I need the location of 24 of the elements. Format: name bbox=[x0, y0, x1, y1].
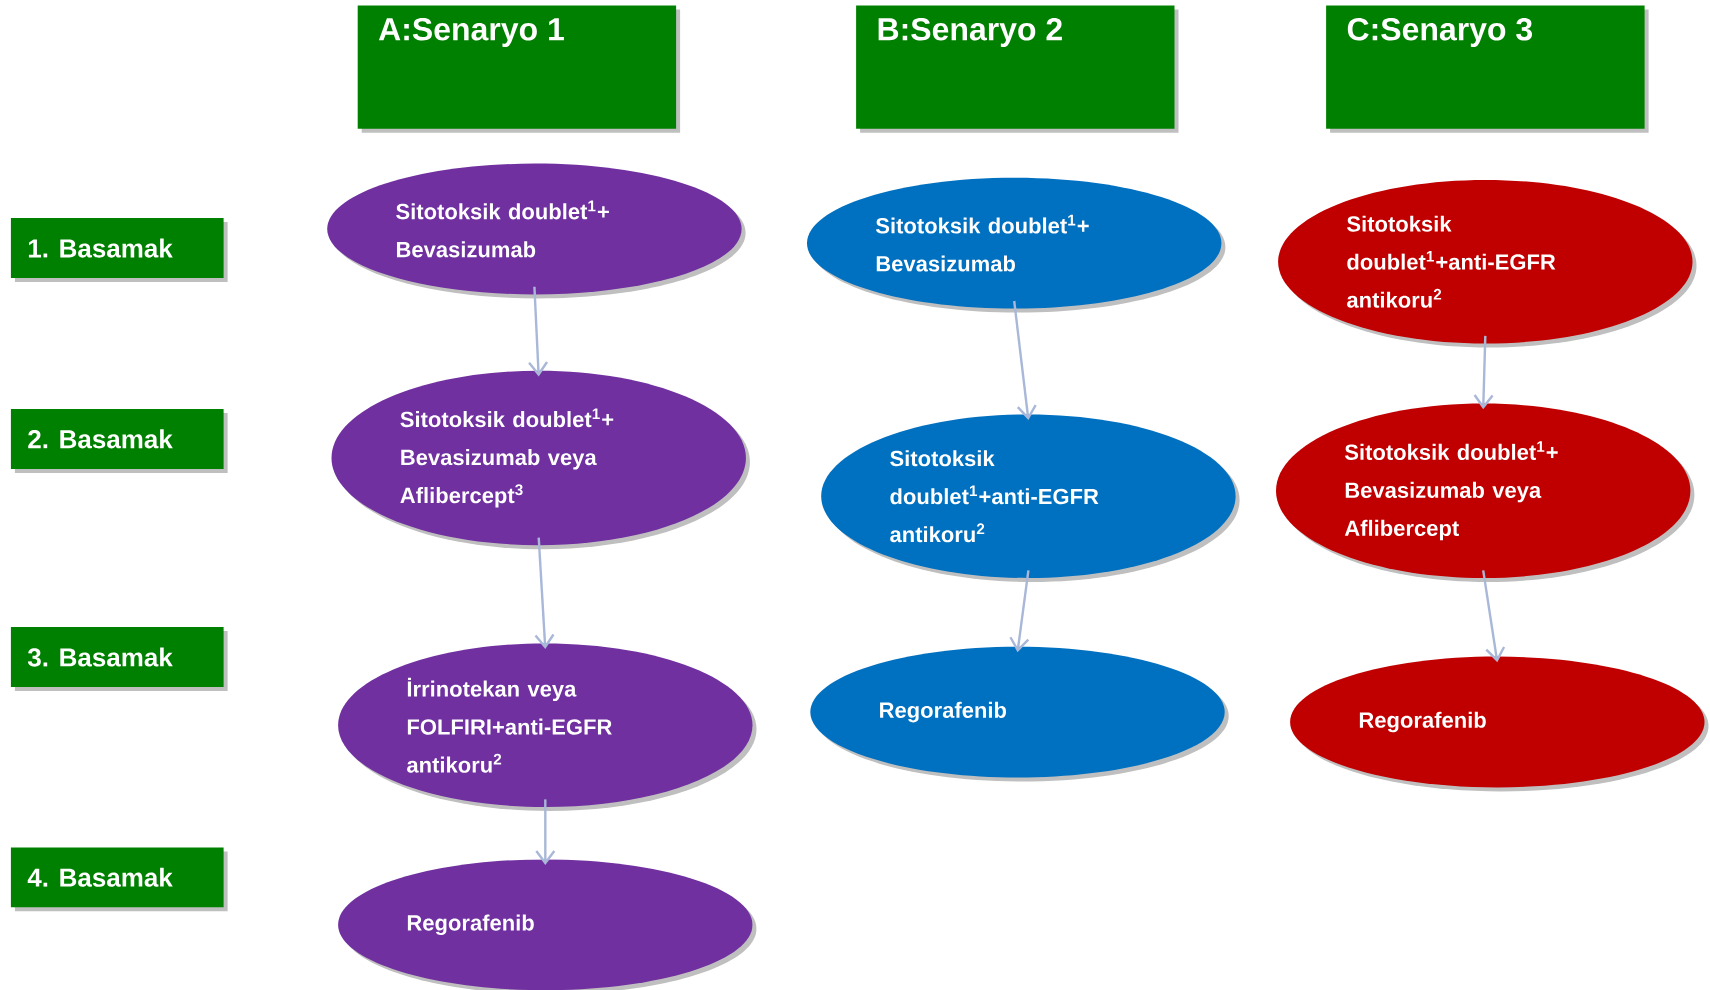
arrow bbox=[1009, 570, 1030, 653]
scenario-header-box: B:Senaryo 2 bbox=[856, 5, 1179, 133]
ellipse-node: Regorafenib bbox=[1290, 656, 1709, 792]
ellipse-node: Regorafenib bbox=[810, 646, 1229, 782]
ellipse-node: Sitotoksik doublet$^{1}$+anti-EGFR antikoru$^{2}$ bbox=[1278, 179, 1697, 348]
arrow bbox=[528, 286, 549, 377]
arrow bbox=[1473, 335, 1494, 410]
step-label-box: 4. Basamak bbox=[10, 847, 228, 912]
arrow bbox=[1013, 300, 1037, 420]
ellipse-node: Sitotoksik doublet$^{1}$+anti-EGFR antikoru$^{2}$ bbox=[821, 414, 1240, 582]
ellipse-node: Sitotoksik doublet$^{1}$+ Bevasizumab veya Aflibercept bbox=[1276, 403, 1695, 582]
ellipse-node: Regorafenib bbox=[338, 859, 757, 990]
scenario-header-box: A:Senaryo 1 bbox=[357, 5, 681, 133]
ellipse-node: Sitotoksik doublet$^{1}$+ Bevasizumab veya Aflibercept$^{3}$ bbox=[331, 370, 750, 550]
step-label-box: 1. Basamak bbox=[10, 218, 228, 283]
arrow bbox=[535, 799, 556, 865]
arrow bbox=[1482, 570, 1506, 663]
ellipse-node: Sitotoksik doublet$^{1}$+ Bevasizumab bbox=[327, 163, 746, 299]
scenario-header-box: C:Senaryo 3 bbox=[1326, 5, 1649, 133]
step-label-box: 2. Basamak bbox=[10, 409, 228, 473]
ellipse-node: İrrinotekan veya FOLFIRI+anti-EGFR antikoru$^{2}$ bbox=[338, 643, 757, 811]
ellipse-node: Sitotoksik doublet$^{1}$+ Bevasizumab bbox=[807, 177, 1226, 313]
step-label-box: 3. Basamak bbox=[10, 627, 228, 692]
arrow bbox=[534, 537, 555, 649]
